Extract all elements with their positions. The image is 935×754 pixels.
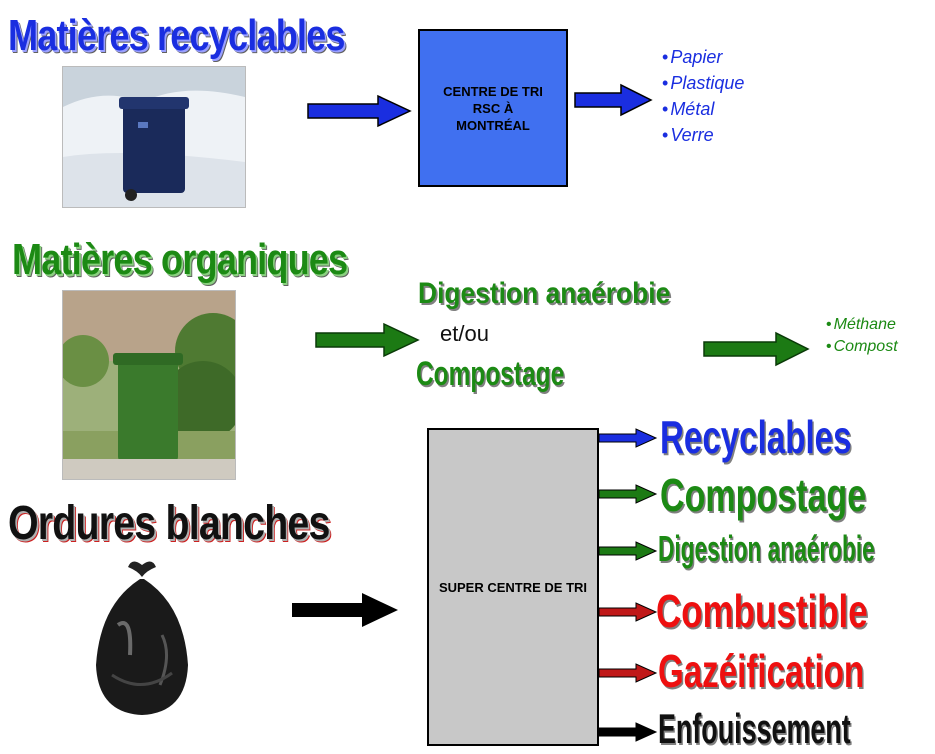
arrow-out-compostage [598, 484, 658, 504]
heading-white-waste: Ordures blanches [8, 497, 330, 550]
material-plastique: Plastique [662, 70, 744, 96]
arrow-out-recyclables [598, 428, 658, 448]
blue-recycling-bin-photo [62, 66, 246, 208]
green-organics-bin-photo [62, 290, 236, 480]
super-sorting-center-label: SUPER CENTRE DE TRI [438, 579, 588, 595]
organic-products-list: Méthane Compost [826, 314, 898, 358]
output-recyclables: Recyclables [660, 411, 852, 463]
arrow-out-enfouissement [598, 722, 658, 742]
black-garbage-bag-photo [82, 555, 202, 720]
output-combustible: Combustible [656, 585, 868, 637]
arrow-recyclables-to-center [307, 94, 412, 128]
heading-organics: Matières organiques [12, 235, 348, 284]
arrow-process-to-products [703, 331, 810, 367]
super-sorting-center-box: SUPER CENTRE DE TRI [427, 428, 599, 746]
arrow-out-digestion [598, 541, 658, 561]
arrow-out-combustible [598, 602, 658, 622]
process-digestion-anaerobie: Digestion anaérobie [418, 277, 671, 310]
recyclable-materials-list: Papier Plastique Métal Verre [662, 44, 744, 148]
sorting-center-rsc-label: CENTRE DE TRI RSC À MONTRÉAL [443, 83, 543, 133]
product-compost: Compost [826, 336, 898, 358]
output-gazeification: Gazéification [658, 645, 865, 697]
material-papier: Papier [662, 44, 744, 70]
output-enfouissement: Enfouissement [658, 705, 851, 752]
process-compostage: Compostage [416, 355, 565, 393]
arrow-organics-to-process [315, 322, 420, 358]
material-verre: Verre [662, 122, 744, 148]
arrow-center-to-materials [574, 83, 653, 117]
process-and-or: et/ou [440, 321, 489, 346]
output-digestion-anaerobie: Digestion anaérobie [658, 528, 875, 569]
heading-recyclables: Matières recyclables [8, 11, 345, 60]
arrow-white-waste-to-center [292, 593, 398, 627]
product-methane: Méthane [826, 314, 898, 336]
arrow-out-gazeification [598, 663, 658, 683]
material-metal: Métal [662, 96, 744, 122]
sorting-center-rsc-box: CENTRE DE TRI RSC À MONTRÉAL [418, 29, 568, 187]
output-compostage: Compostage [660, 469, 867, 521]
